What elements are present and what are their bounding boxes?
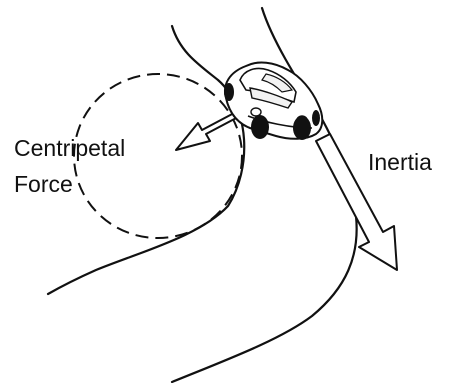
inertia-label: Inertia: [368, 149, 432, 176]
centripetal-force-arrow: [176, 112, 240, 150]
centripetal-label-line2: Force: [14, 171, 73, 198]
car-wheel-rear-right: [312, 110, 320, 126]
car-wheel-front-left: [251, 115, 269, 139]
car-wheel-front-right: [293, 116, 311, 140]
car: [224, 63, 322, 140]
car-headlight-left: [251, 108, 261, 116]
car-wheel-rear-left: [224, 83, 234, 101]
centripetal-label-line1: Centripetal: [14, 135, 125, 162]
